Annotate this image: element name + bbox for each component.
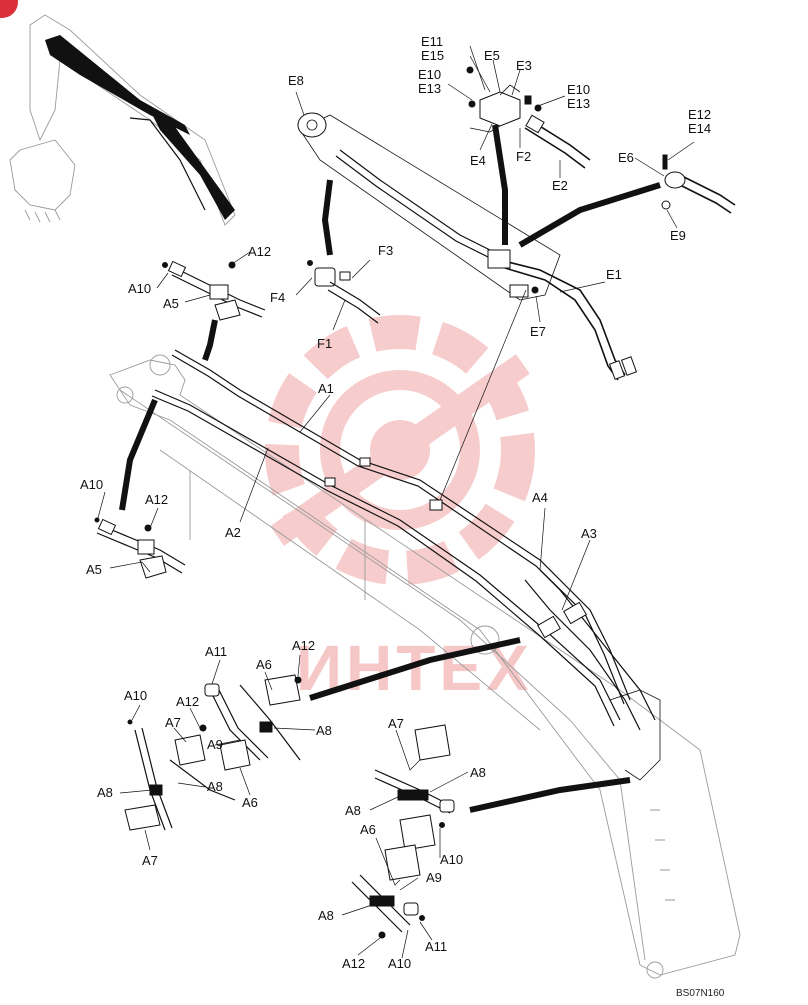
label-f3: F3	[378, 243, 393, 258]
arm-cylinder	[297, 112, 638, 381]
leader-lines	[97, 45, 695, 959]
detail-f-fitting	[307, 260, 381, 324]
label-a8-right-2: A8	[345, 803, 361, 818]
label-f4: F4	[270, 290, 285, 305]
label-a10-top: A10	[128, 281, 151, 296]
label-e11: E11	[421, 34, 443, 49]
label-e3: E3	[516, 58, 532, 73]
label-a8-left-2: A8	[97, 785, 113, 800]
label-e14: E14	[688, 121, 711, 136]
detail-a6-a7-left	[124, 674, 302, 831]
label-a11-left: A11	[205, 644, 227, 659]
callout-arrows	[119, 124, 661, 813]
label-a5-top: A5	[163, 296, 179, 311]
label-e4: E4	[470, 153, 486, 168]
label-e13-left: E13	[418, 81, 441, 96]
label-a8-right-3: A8	[318, 908, 334, 923]
detail-a5-top	[162, 260, 266, 321]
label-a12-left-1: A12	[292, 638, 315, 653]
label-a8-left-1: A8	[316, 723, 332, 738]
label-a10-left: A10	[124, 688, 147, 703]
label-a6-right: A6	[360, 822, 376, 837]
boom-pipes	[151, 349, 661, 781]
label-a2: A2	[225, 525, 241, 540]
label-e6: E6	[618, 150, 634, 165]
label-a12-right: A12	[342, 956, 365, 971]
label-a12-mid: A12	[145, 492, 168, 507]
label-a5-mid: A5	[86, 562, 102, 577]
label-a3: A3	[581, 526, 597, 541]
drawing-code: BS07N160	[676, 988, 725, 999]
label-e15: E15	[421, 48, 444, 63]
label-a11-right: A11	[425, 939, 447, 954]
label-e13-right: E13	[567, 96, 590, 111]
corner-badge-icon	[0, 0, 18, 18]
label-a10-mid: A10	[80, 477, 103, 492]
label-a10-right-1: A10	[440, 852, 463, 867]
label-e10-right: E10	[567, 82, 590, 97]
detail-e-fittings	[466, 66, 591, 169]
label-a12-top: A12	[248, 244, 271, 259]
label-a8-left-3: A8	[207, 779, 223, 794]
label-e5: E5	[484, 48, 500, 63]
label-a9-left: A9	[207, 737, 223, 752]
watermark-logo-icon	[265, 315, 535, 585]
label-a7-right: A7	[388, 716, 404, 731]
label-e10-left: E10	[418, 67, 441, 82]
detail-a5-bottom	[94, 517, 186, 579]
detail-a6-a7-right	[351, 724, 455, 939]
boom-structure	[109, 354, 741, 979]
label-a6-left-1: A6	[256, 657, 272, 672]
label-a1: A1	[318, 381, 334, 396]
label-e8: E8	[288, 73, 304, 88]
excavator-thumbnail	[9, 14, 236, 226]
callout-labels: E11 E15 E5 E3 E10 E13 E10 E13 E4 F2 E2 E…	[80, 34, 725, 999]
label-e1: E1	[606, 267, 622, 282]
label-f1: F1	[317, 336, 332, 351]
label-a4: A4	[532, 490, 548, 505]
label-e2: E2	[552, 178, 568, 193]
label-a8-right-1: A8	[470, 765, 486, 780]
label-a12-left-2: A12	[176, 694, 199, 709]
label-a6-left-2: A6	[242, 795, 258, 810]
label-a7-left-2: A7	[142, 853, 158, 868]
label-a7-left-1: A7	[165, 715, 181, 730]
label-a9-right: A9	[426, 870, 442, 885]
label-e9: E9	[670, 228, 686, 243]
label-e12: E12	[688, 107, 711, 122]
label-f2: F2	[516, 149, 531, 164]
label-a10-right-2: A10	[388, 956, 411, 971]
detail-e6-fitting	[661, 154, 736, 214]
label-e7: E7	[530, 324, 546, 339]
